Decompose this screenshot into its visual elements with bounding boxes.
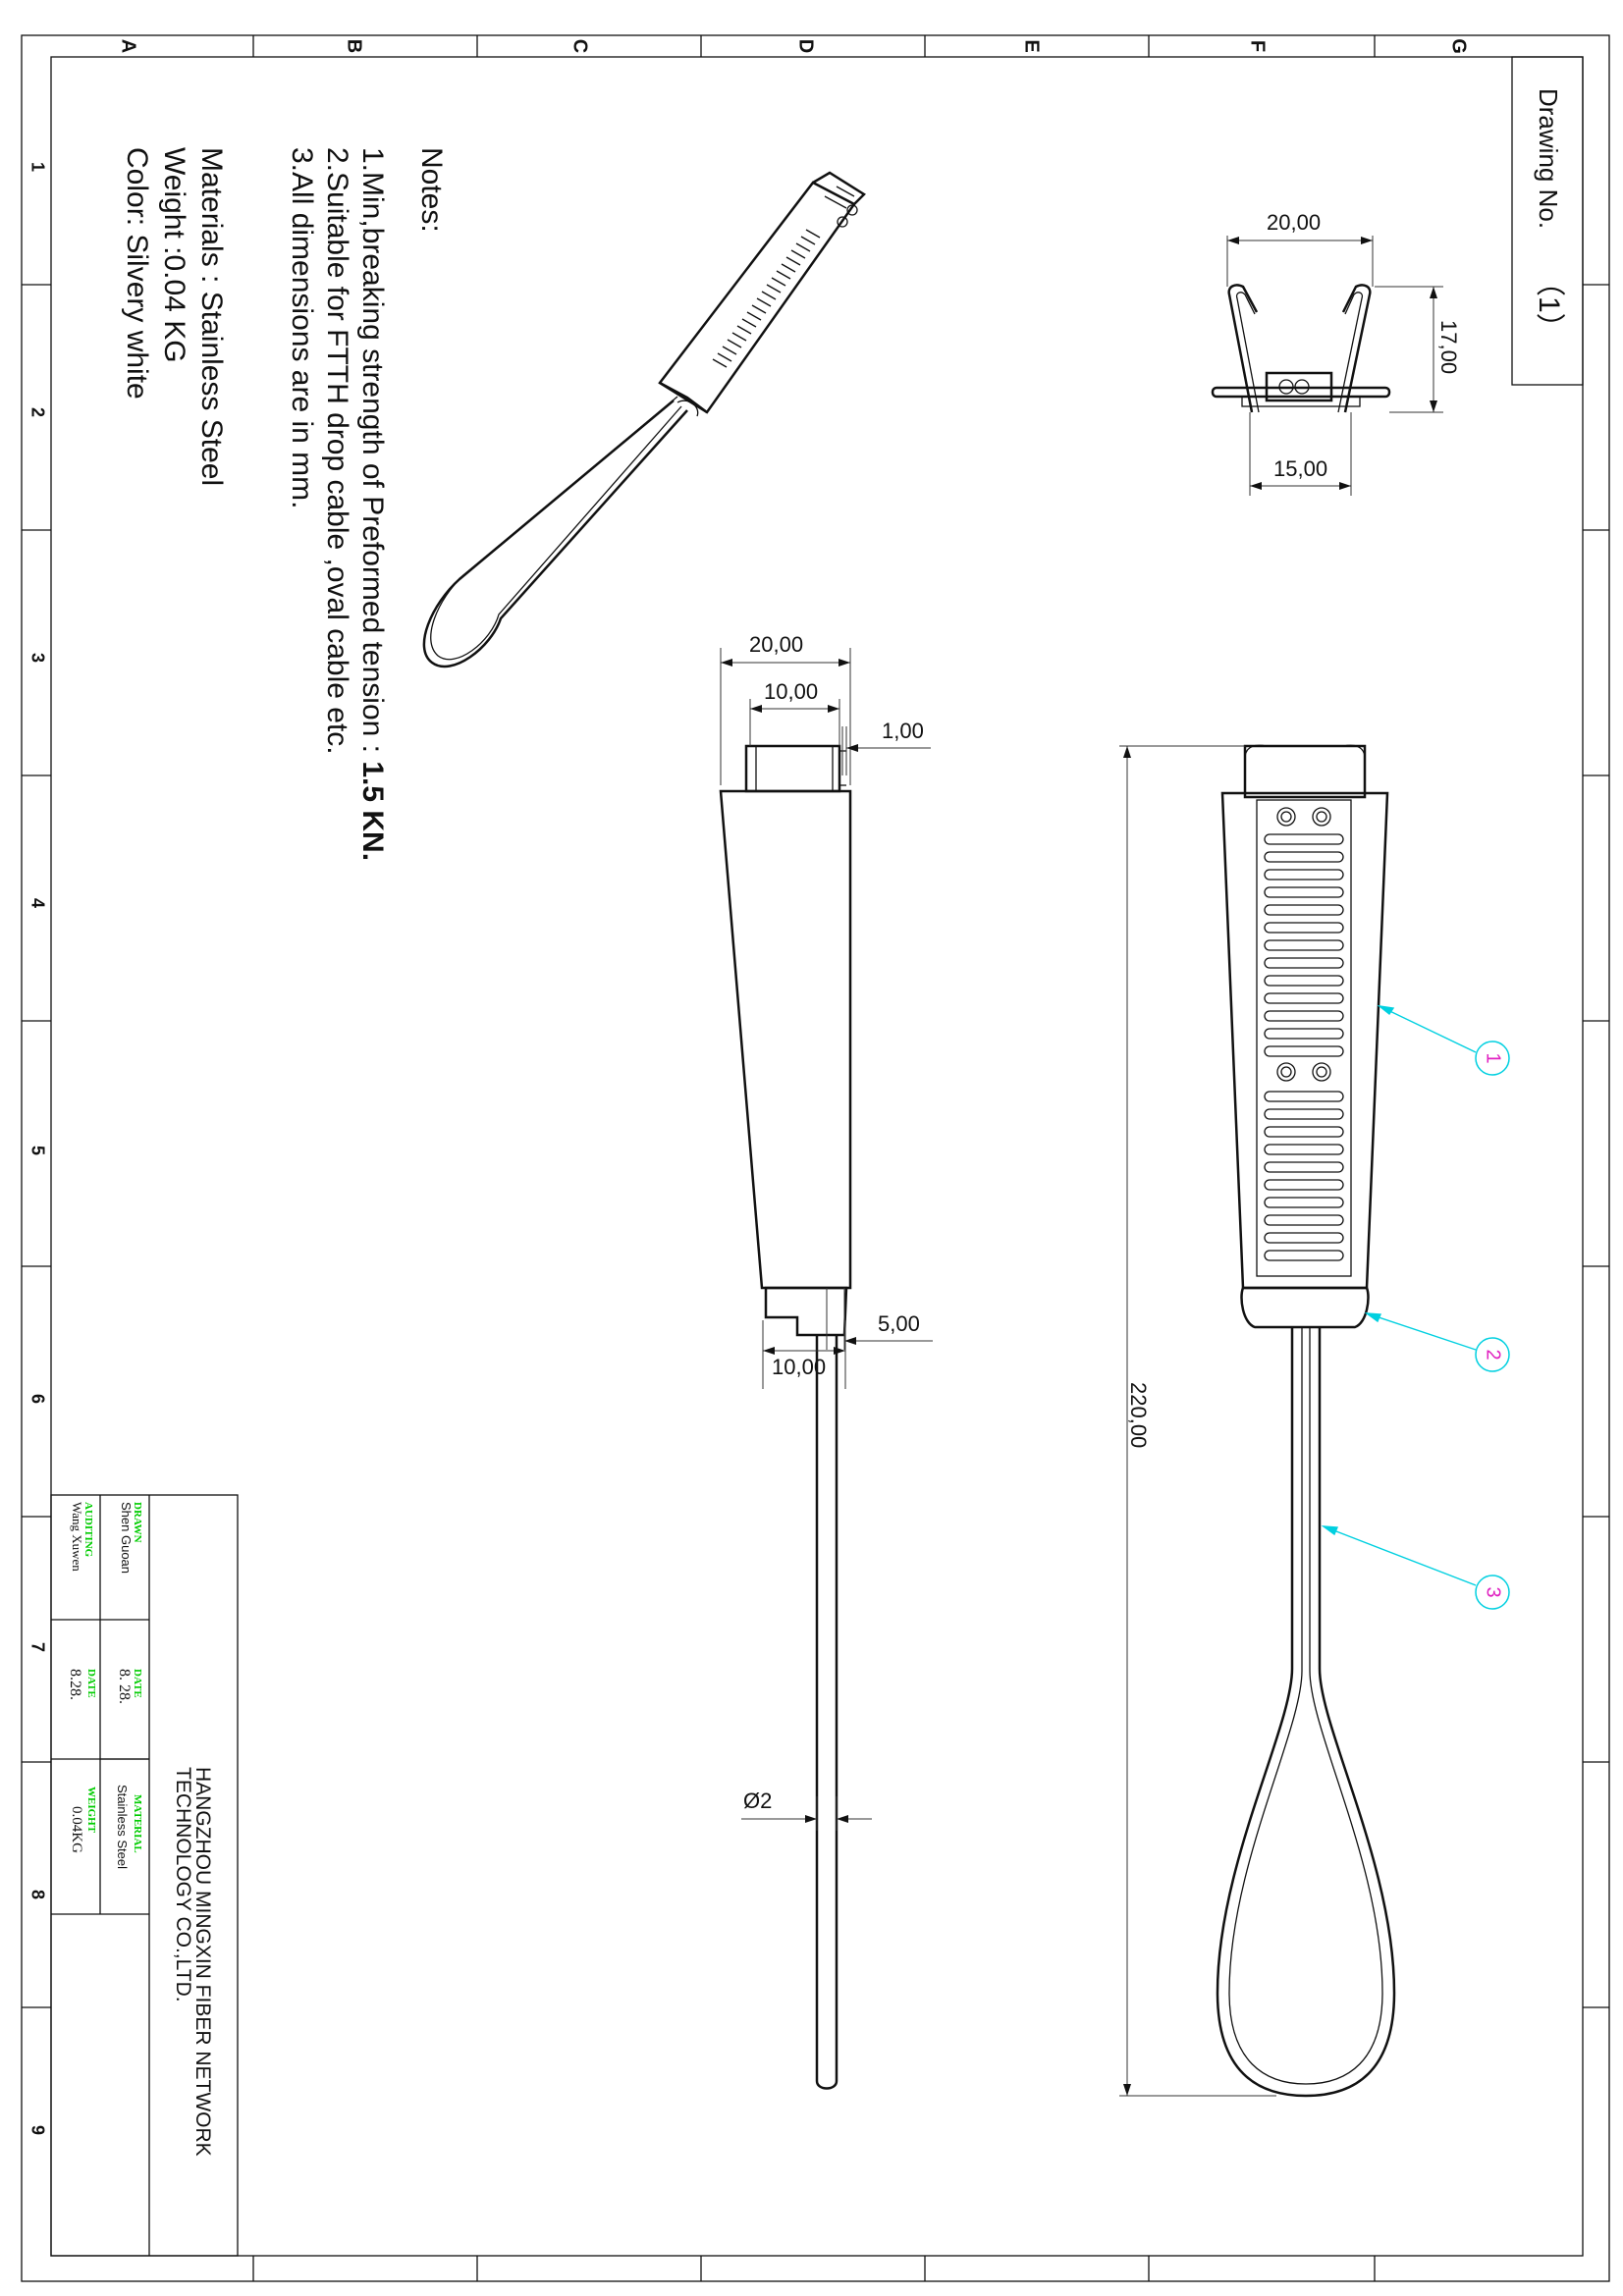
- title-block: HANGZHOU MINGXIN FIBER NETWORK TECHNOLOG…: [50, 1494, 239, 2257]
- dim-end-view-width: 20,00: [1267, 210, 1321, 235]
- item-balloon-3: 3: [1475, 1575, 1510, 1610]
- company-name-line-1: HANGZHOU MINGXIN FIBER NETWORK: [191, 1767, 214, 2157]
- sheet-border: [21, 34, 1610, 2282]
- side-view: 20,00 10,00 1,00 5,00 10,00 Ø2: [719, 632, 933, 2090]
- zone-label-2: 2: [27, 407, 47, 417]
- zone-label-7: 7: [27, 1642, 47, 1652]
- date-label-auditing: DATE: [85, 1669, 97, 1698]
- zone-label-b: B: [344, 39, 365, 53]
- item-balloon-1: 1: [1475, 1041, 1510, 1076]
- dim-overall-length: 220,00: [1126, 1382, 1151, 1448]
- isometric-view: [422, 171, 866, 668]
- zone-label-8: 8: [27, 1890, 47, 1899]
- date-value-auditing: 8.28.: [67, 1669, 83, 1700]
- note-item-3: 3.All dimensions are in mm.: [286, 147, 318, 508]
- note-item-1-emphasis: 1.5 KN.: [356, 761, 389, 861]
- note-item-2: 2.Suitable for FTTH drop cable ,oval cab…: [321, 147, 353, 755]
- item-balloon-2-label: 2: [1483, 1349, 1504, 1360]
- end-view: 20,00 17,00 15,00: [1211, 210, 1461, 496]
- zone-label-1: 1: [27, 162, 47, 172]
- material-value: Stainless Steel: [115, 1785, 130, 1869]
- item-balloon-3-label: 3: [1483, 1586, 1504, 1597]
- zone-label-g: G: [1448, 38, 1470, 54]
- balloon-leaders: [1321, 1004, 1477, 1586]
- zone-label-c: C: [569, 39, 591, 53]
- material-label: MATERIAL: [132, 1794, 143, 1853]
- zone-label-9: 9: [27, 2125, 47, 2135]
- drawn-value: Shen Guoan: [119, 1502, 134, 1574]
- zone-label-3: 3: [27, 653, 47, 663]
- auditing-label: AUDITING: [82, 1502, 94, 1558]
- column-zone-labels: A B C D E F G: [118, 38, 1470, 54]
- material-property: Materials : Stainless Steel: [195, 147, 228, 486]
- dim-side-bottom-width: 10,00: [772, 1355, 826, 1379]
- item-balloon-1-label: 1: [1483, 1052, 1504, 1063]
- dim-end-view-height: 17,00: [1436, 320, 1461, 374]
- company-name-line-2: TECHNOLOGY CO.,LTD.: [172, 1767, 194, 2002]
- zone-label-4: 4: [27, 898, 47, 908]
- dim-wire-diameter: Ø2: [743, 1789, 772, 1813]
- dim-side-top-width: 20,00: [749, 632, 803, 657]
- item-balloon-2: 2: [1475, 1337, 1510, 1372]
- zone-label-f: F: [1247, 40, 1269, 52]
- zone-label-d: D: [795, 39, 817, 53]
- zone-label-6: 6: [27, 1394, 47, 1404]
- auditing-value: Wang Xuwen: [70, 1502, 84, 1572]
- notes-block: Notes: 1.Min,breaking strength of Prefor…: [121, 147, 448, 861]
- dim-side-thickness: 1,00: [882, 719, 924, 743]
- zone-label-e: E: [1021, 39, 1043, 52]
- note-item-1-text: 1.Min,breaking strength of Preformed ten…: [356, 147, 389, 761]
- drawing-number-box: Drawing No. （1）: [1511, 56, 1584, 386]
- date-label-drawn: DATE: [132, 1669, 143, 1698]
- dim-side-neck: 5,00: [878, 1311, 920, 1336]
- weight-value: 0.04KG: [69, 1806, 84, 1853]
- color-property: Color: Silvery white: [121, 147, 153, 400]
- weight-property: Weight :0.04 KG: [158, 147, 190, 363]
- drawing-number-label: Drawing No.: [1534, 88, 1563, 229]
- row-zone-labels: 1 2 3 4 5 6 7 8 9: [27, 162, 47, 2135]
- date-value-drawn: 8. 28.: [116, 1669, 133, 1704]
- isometric-grip-stripes: [712, 229, 821, 368]
- front-view: 220,00: [1119, 744, 1396, 2098]
- zone-label-5: 5: [27, 1146, 47, 1155]
- note-item-1: 1.Min,breaking strength of Preformed ten…: [356, 147, 389, 861]
- weight-label: WEIGHT: [85, 1787, 97, 1834]
- drawn-label: DRAWN: [132, 1502, 143, 1543]
- zone-label-a: A: [118, 39, 139, 53]
- front-view-grip-slots: [1264, 807, 1344, 1261]
- dim-side-mid-width: 10,00: [764, 679, 818, 704]
- notes-heading: Notes:: [415, 147, 448, 233]
- drawing-number-value: （1）: [1533, 267, 1565, 343]
- dim-end-view-base: 15,00: [1273, 456, 1327, 481]
